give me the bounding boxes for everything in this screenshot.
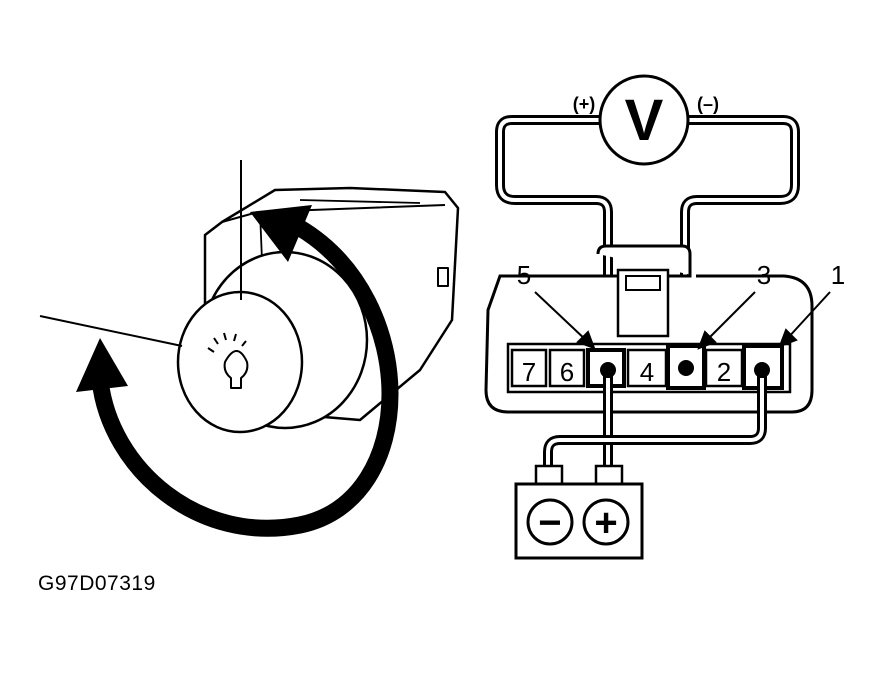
pin-numbers: 7 6 4 2 (522, 357, 731, 387)
callout-arrow-3 (704, 291, 756, 343)
rotation-arrow-head-left (76, 338, 128, 392)
battery-positive-icon (582, 498, 630, 546)
rotation-arrow-head-top (250, 205, 312, 262)
battery-terminal-positive (594, 464, 624, 486)
voltmeter-symbol: V (625, 88, 664, 153)
callout-arrowhead (778, 328, 798, 348)
leader-line-left (39, 315, 183, 347)
callout-number: 5 (517, 260, 531, 290)
battery-negative-symbol: − (538, 501, 561, 545)
battery-positive-symbol: + (594, 501, 617, 545)
callout-arrow-1 (785, 291, 831, 341)
connector-latch-inner (625, 275, 661, 291)
rotation-arrow (76, 205, 399, 537)
callout-arrow-5 (534, 291, 589, 343)
callout-number: 3 (757, 260, 771, 290)
housing-tab (437, 267, 449, 287)
battery-lead-negative-core (546, 378, 764, 468)
pin-label: 4 (640, 357, 654, 387)
pin-2 (704, 348, 744, 388)
rotation-arrow-shaft (91, 220, 399, 537)
callout-arrowhead (576, 330, 596, 350)
headlight-symbol-icon (207, 332, 249, 389)
voltmeter-icon (598, 74, 690, 166)
callout-number: 1 (831, 260, 845, 290)
pin-label: 2 (717, 357, 731, 387)
meter-lead-positive-core (498, 118, 610, 370)
probe-dot-pin-3 (678, 360, 694, 376)
battery-terminal-negative (534, 464, 564, 486)
pin-7 (510, 348, 548, 388)
battery (514, 464, 644, 560)
pin-label: 6 (560, 357, 574, 387)
callout-arrows (534, 291, 831, 350)
pin-label: 7 (522, 357, 536, 387)
pin-4 (626, 348, 668, 388)
figure-code: G97D07319 (38, 572, 156, 595)
callout-arrowhead (697, 330, 717, 350)
battery-negative-icon (526, 498, 574, 546)
voltmeter-circuit: V (+) (–) 7 6 4 2 5 (484, 74, 845, 560)
pin-6 (548, 348, 586, 388)
meter-negative-label: (–) (697, 94, 719, 114)
meter-lead-negative-core (683, 118, 797, 368)
knob-face (176, 290, 304, 434)
meter-positive-label: (+) (573, 94, 596, 114)
switch-assembly (39, 160, 460, 434)
